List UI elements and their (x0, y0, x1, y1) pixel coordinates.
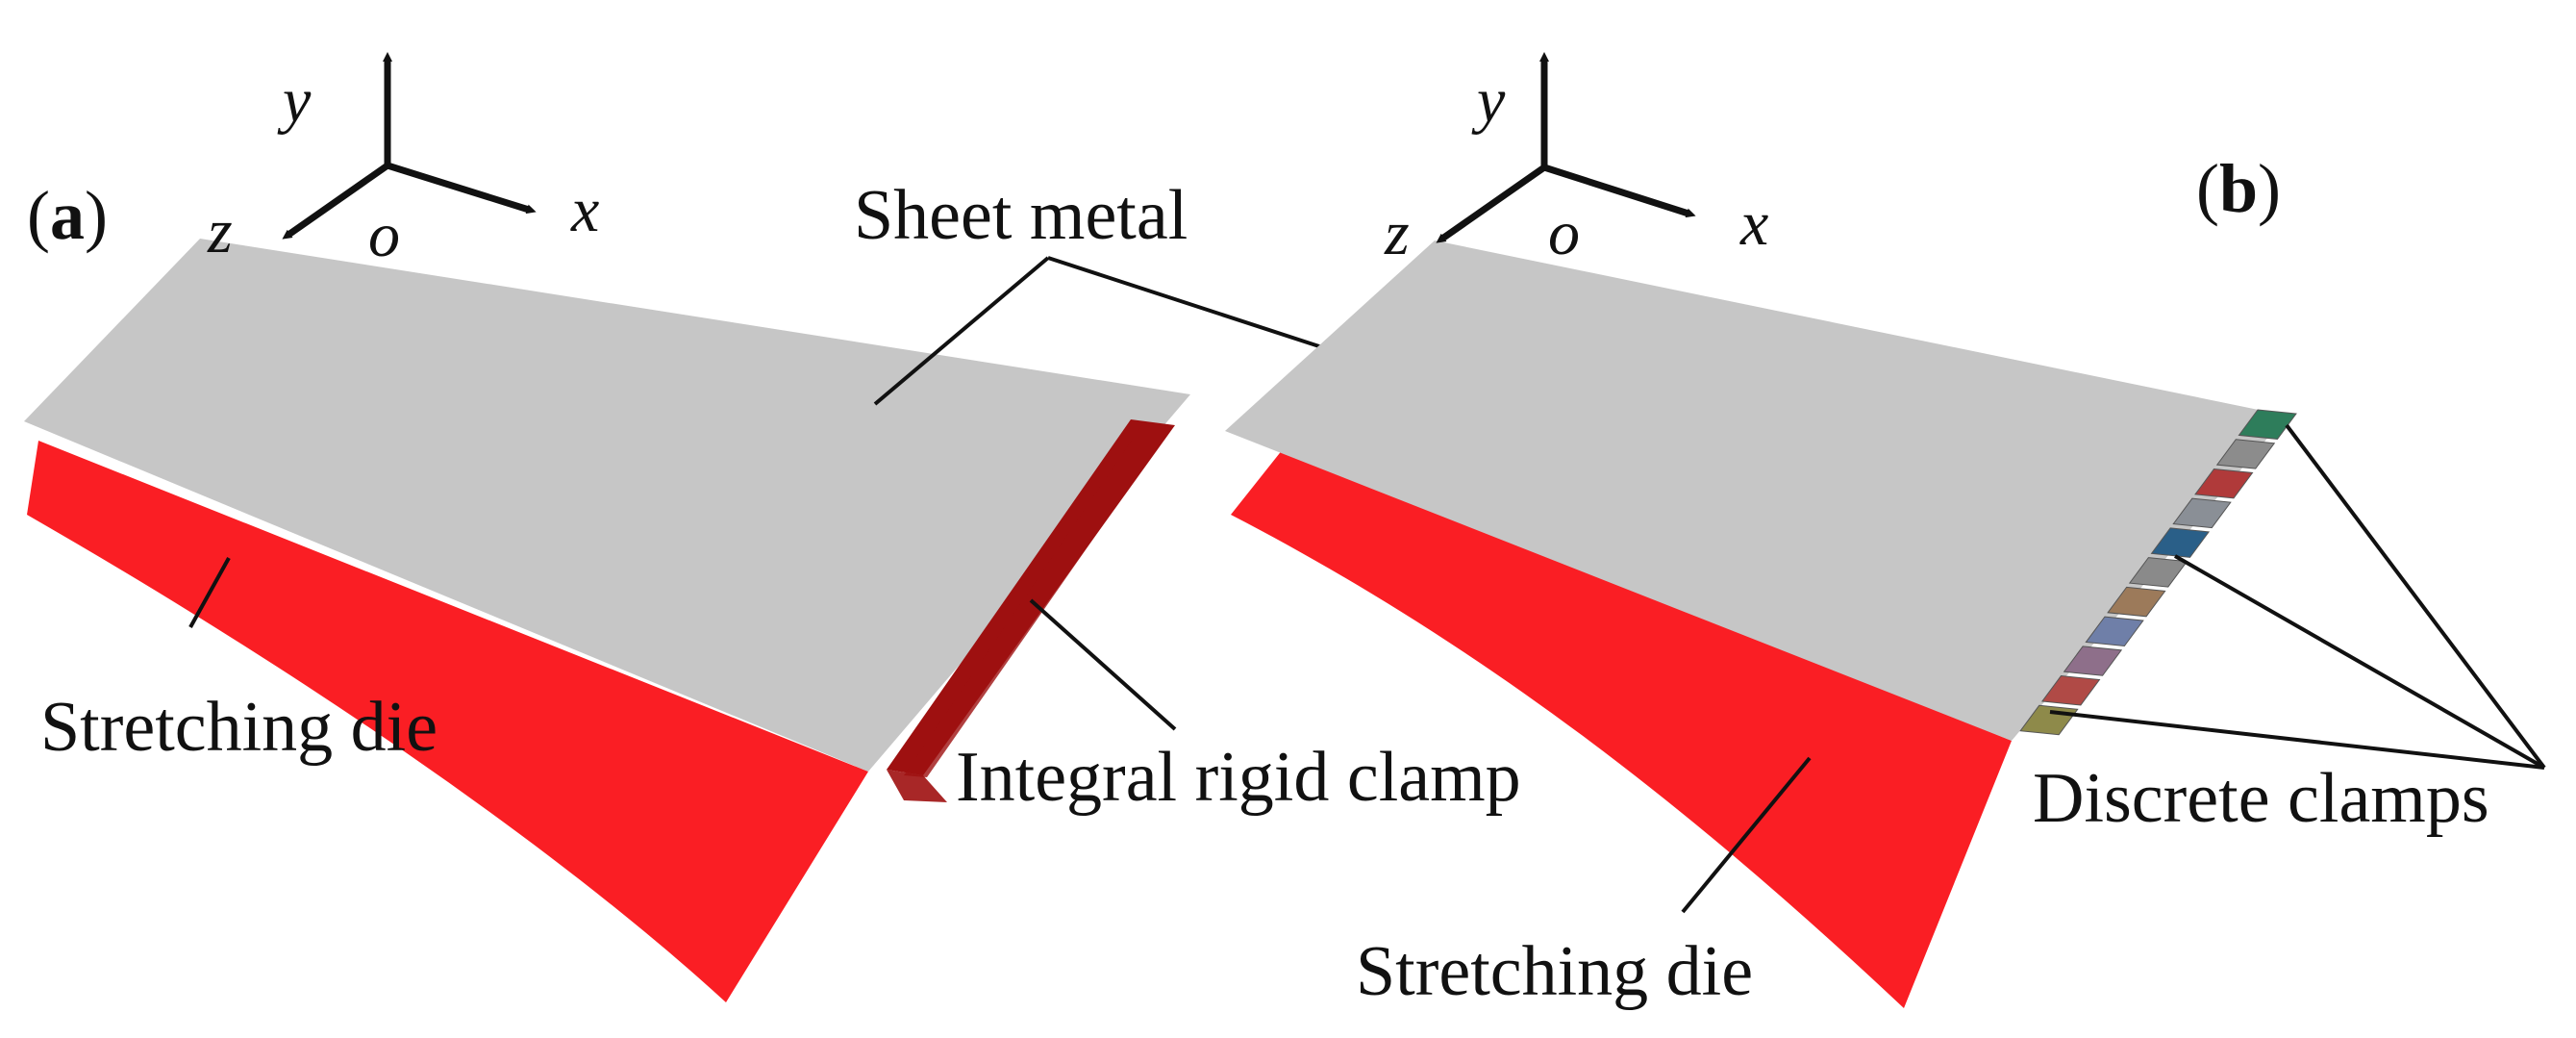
discrete-clamp-block (2150, 527, 2211, 558)
discrete-clamp-block (2194, 468, 2254, 499)
discrete-clamps-label: Discrete clamps (2033, 759, 2489, 838)
origin-label-b: o (1548, 198, 1580, 268)
x-axis-label-a: x (570, 175, 599, 245)
stretching-die-shape-a (27, 441, 868, 1002)
panel-label-b: (b) (2196, 150, 2281, 227)
discrete-clamp-block (2238, 409, 2297, 440)
discrete-clamp-block (2063, 646, 2123, 676)
sheet-metal-shape-b (1225, 241, 2287, 741)
y-axis-label-b: y (1471, 65, 1506, 136)
panel-b: y x z o (b) Stretching die Discrete clam… (1225, 52, 2546, 1011)
origin-label-a: o (368, 200, 400, 270)
integral-clamp-label: Integral rigid clamp (956, 738, 1521, 817)
leader-die-a (188, 557, 231, 628)
coordinate-axes-a: y x z o (207, 52, 599, 270)
leader-clamps-1 (2285, 423, 2546, 770)
z-axis-label-b: z (1384, 198, 1410, 268)
x-axis-label-b: x (1739, 189, 1768, 259)
y-axis-label-a: y (277, 65, 312, 136)
leader-clamp-a (1029, 598, 1177, 731)
discrete-clamp-block (2040, 675, 2101, 706)
z-axis-label-a: z (207, 196, 233, 266)
panel-a: y x z o (a) Stretching die Integral rigi… (24, 52, 1521, 1002)
sheet-metal-label: Sheet metal (854, 176, 1188, 255)
leader-clamps-3 (2049, 710, 2545, 770)
sheet-metal-shape-a (24, 239, 1190, 772)
discrete-clamp-block (2172, 497, 2232, 529)
stretching-die-shape-b (1231, 444, 2012, 1008)
discrete-clamps (2019, 409, 2297, 736)
discrete-clamp-block (2215, 439, 2276, 469)
coordinate-axes-b: y x z o (1384, 52, 1768, 268)
integral-rigid-clamp (887, 419, 1175, 802)
discrete-clamp-block (2085, 616, 2144, 647)
discrete-clamp-block (2128, 557, 2188, 588)
discrete-clamp-block (2107, 586, 2166, 618)
stretching-die-label-b: Stretching die (1356, 932, 1753, 1011)
leader-clamps-2 (2174, 554, 2545, 770)
stretching-die-label-a: Stretching die (40, 688, 438, 767)
leader-die-b (1681, 756, 1812, 914)
sheet-metal-callout: Sheet metal (854, 176, 1326, 406)
panel-label-a: (a) (27, 177, 108, 254)
